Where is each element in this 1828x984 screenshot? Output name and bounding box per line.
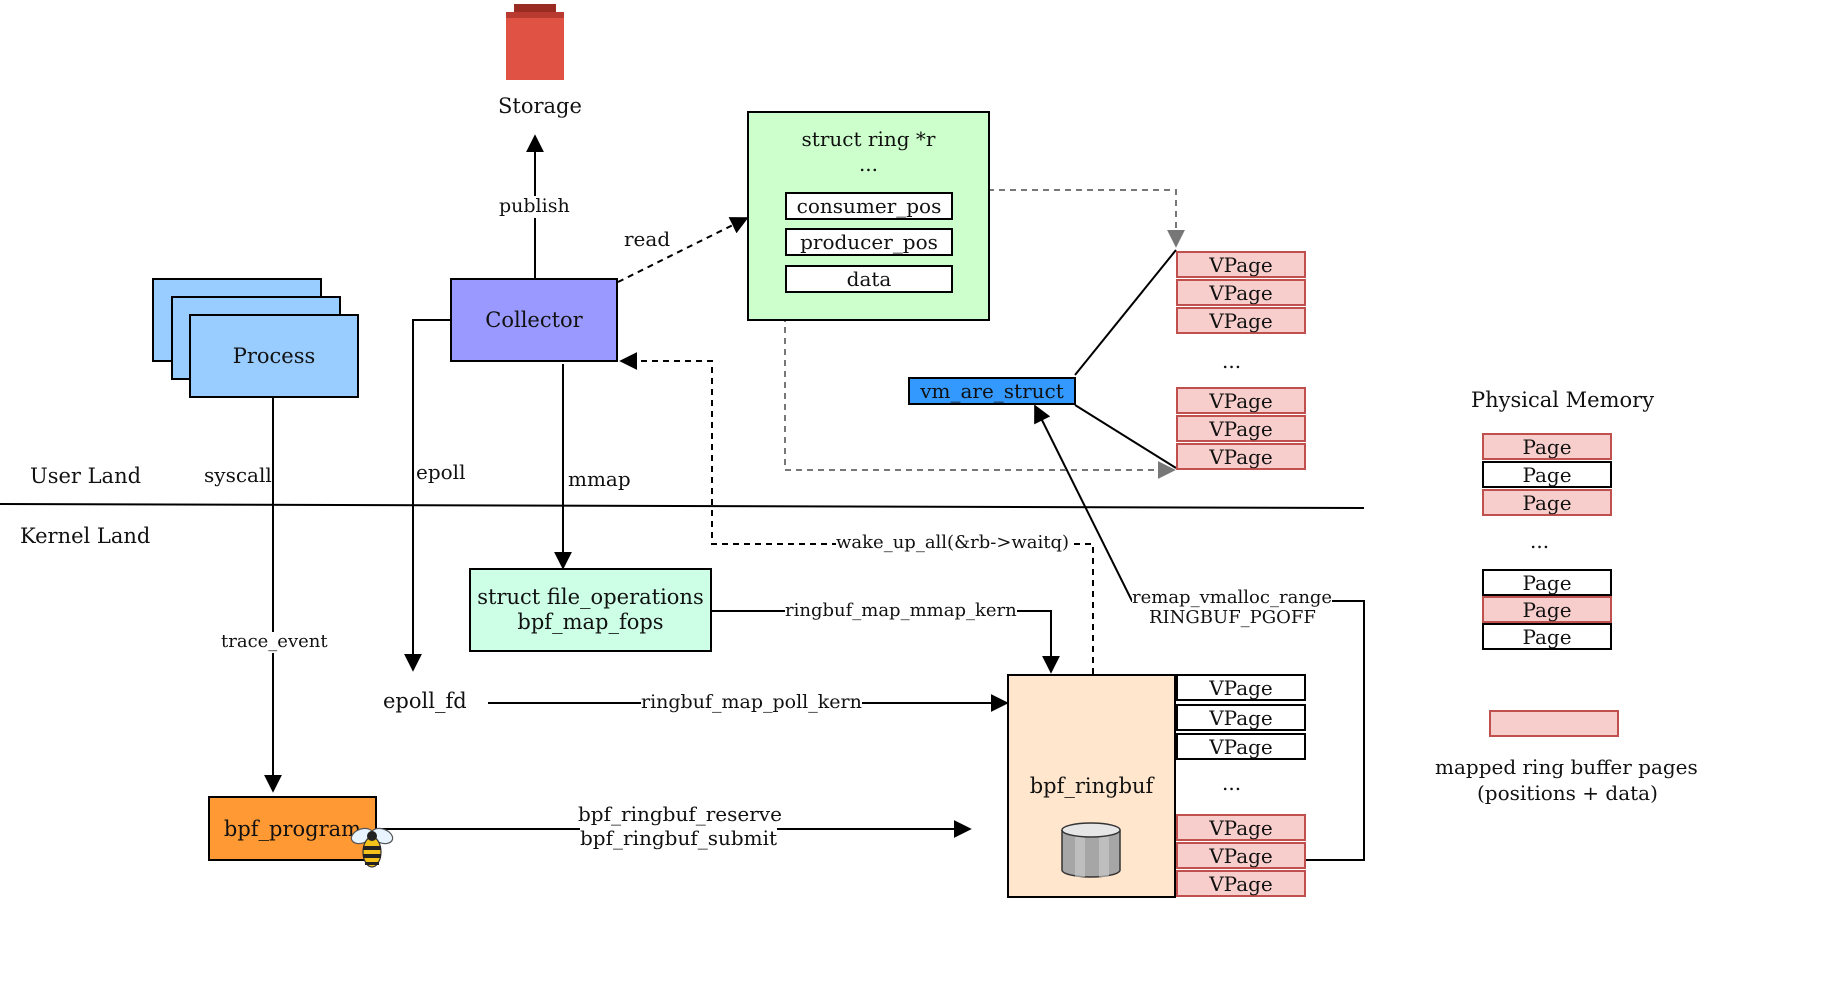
process-label: Process xyxy=(232,344,316,368)
producer-pos-field[interactable]: producer_pos xyxy=(785,228,953,256)
vm-area-fan-bottom xyxy=(1074,404,1177,469)
kernel-vpage: VPage xyxy=(1176,733,1306,760)
epoll-fd-label[interactable]: epoll_fd xyxy=(383,689,467,713)
struct-ring-ellipsis: ... xyxy=(858,152,879,176)
wake-up-arrow xyxy=(619,352,1094,674)
user-vpage-ellipsis: ... xyxy=(1222,349,1242,373)
vm-area-label: vm_are_struct xyxy=(920,379,1064,403)
legend-line1: mapped ring buffer pages xyxy=(1435,755,1698,779)
data-field[interactable]: data xyxy=(785,265,953,293)
physical-page: Page xyxy=(1482,569,1612,596)
wake-up-label: wake_up_all(&rb->waitq) xyxy=(836,532,1070,554)
kernel-vpage-mapped: VPage xyxy=(1176,814,1306,841)
consumer-map-arrow xyxy=(955,189,1185,248)
storage-bucket-icon xyxy=(506,4,564,80)
read-label: read xyxy=(624,227,671,251)
syscall-label: syscall xyxy=(204,463,272,487)
physical-page: Page xyxy=(1482,489,1612,516)
physical-page-ellipsis: ... xyxy=(1530,529,1550,553)
bpf-program-box[interactable]: bpf_program xyxy=(208,796,377,861)
legend-swatch xyxy=(1489,710,1619,737)
kernel-land-label: Kernel Land xyxy=(20,524,151,548)
file-ops-line2: bpf_map_fops xyxy=(517,610,664,634)
remap-arrow xyxy=(1034,404,1365,861)
consumer-pos-field[interactable]: consumer_pos xyxy=(785,192,953,220)
user-kernel-divider xyxy=(0,503,1365,509)
physical-page: Page xyxy=(1482,596,1612,623)
epoll-label: epoll xyxy=(416,460,466,484)
physical-memory-title: Physical Memory xyxy=(1471,388,1655,412)
kernel-vpage: VPage xyxy=(1176,674,1306,701)
process-box[interactable]: Process xyxy=(189,314,359,398)
storage-label: Storage xyxy=(498,94,582,118)
bpf-program-label: bpf_program xyxy=(223,816,362,841)
database-cylinder-icon xyxy=(1060,822,1122,878)
bpf-ringbuf-label: bpf_ringbuf xyxy=(1029,774,1154,798)
file-operations-box[interactable]: struct file_operations bpf_map_fops xyxy=(469,568,712,652)
user-vpage: VPage xyxy=(1176,443,1306,470)
user-vpage: VPage xyxy=(1176,251,1306,278)
mmap-kern-label: ringbuf_map_mmap_kern xyxy=(785,600,1017,622)
poll-kern-label: ringbuf_map_poll_kern xyxy=(641,691,862,714)
user-vpage: VPage xyxy=(1176,279,1306,306)
physical-page: Page xyxy=(1482,623,1612,650)
physical-page: Page xyxy=(1482,461,1612,488)
struct-ring-title: struct ring *r xyxy=(801,127,936,151)
kernel-vpage: VPage xyxy=(1176,704,1306,731)
data-map-arrow xyxy=(784,294,1176,479)
epoll-arrow xyxy=(404,319,450,672)
physical-page: Page xyxy=(1482,433,1612,460)
read-arrow xyxy=(617,217,749,283)
remap-label: remap_vmalloc_range xyxy=(1132,587,1333,609)
user-vpage: VPage xyxy=(1176,415,1306,442)
bee-icon xyxy=(350,822,394,870)
reserve-label: bpf_ringbuf_reserve xyxy=(578,802,782,826)
kernel-vpage-mapped: VPage xyxy=(1176,870,1306,897)
trace-event-label: trace_event xyxy=(221,631,328,653)
collector-box[interactable]: Collector xyxy=(450,278,618,362)
file-ops-line1: struct file_operations xyxy=(477,584,704,609)
legend-line2: (positions + data) xyxy=(1477,781,1658,805)
ringbuf-pgoff-label: RINGBUF_PGOFF xyxy=(1149,607,1316,629)
user-vpage: VPage xyxy=(1176,307,1306,334)
mmap-label: mmap xyxy=(568,467,631,491)
submit-label: bpf_ringbuf_submit xyxy=(580,826,778,850)
vm-area-fan-top xyxy=(1074,249,1177,376)
collector-label: Collector xyxy=(485,308,583,332)
kernel-vpage-ellipsis: ... xyxy=(1222,771,1242,795)
vm-area-box[interactable]: vm_are_struct xyxy=(908,377,1076,405)
publish-label: publish xyxy=(499,195,570,218)
user-land-label: User Land xyxy=(30,464,142,488)
kernel-vpage-mapped: VPage xyxy=(1176,842,1306,869)
user-vpage: VPage xyxy=(1176,387,1306,414)
